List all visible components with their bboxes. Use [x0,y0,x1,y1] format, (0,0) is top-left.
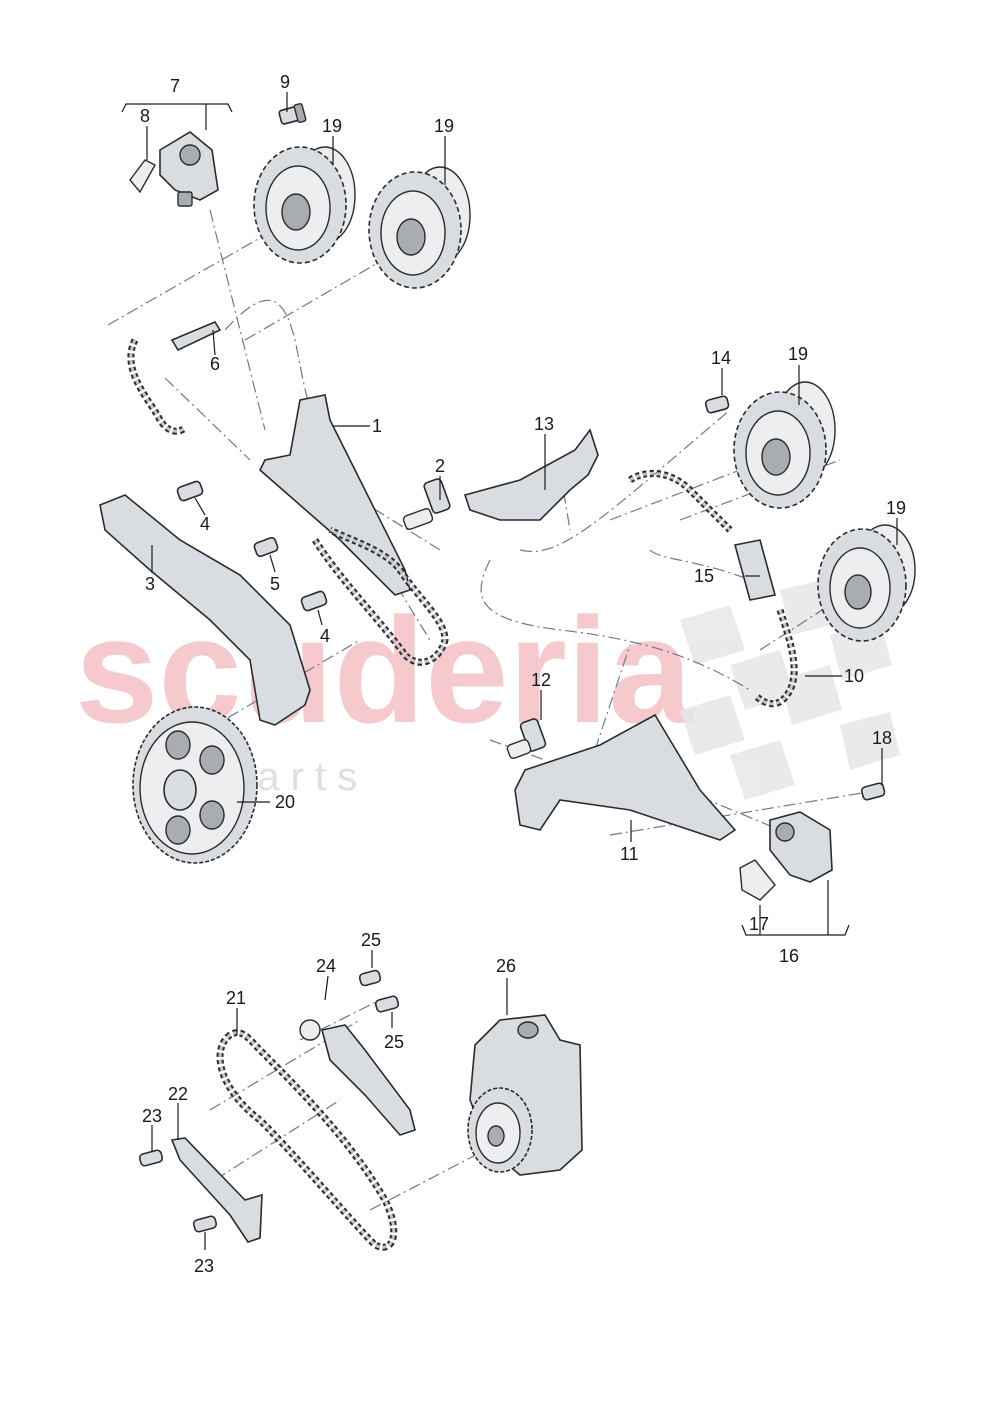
leader-lines [151,92,898,1250]
callout-19-b: 19 [434,116,454,136]
callout-19-d: 19 [886,498,906,518]
timing-chain-center [312,526,449,666]
pin-12 [506,718,547,759]
callout-4-lower: 4 [320,626,330,646]
timing-chain-right-upper [628,469,733,533]
seal-ring [129,159,156,194]
callout-15: 15 [694,566,714,586]
guide-slide-small [170,320,222,352]
camshaft-adjuster-4 [817,524,916,642]
callout-17: 17 [749,914,769,934]
drive-gear-20 [132,706,258,864]
callout-13: 13 [534,414,554,434]
chain-tensioner-upper [129,103,307,207]
callout-11: 11 [620,844,639,864]
bolt-9 [278,103,307,125]
pin-25-upper [358,969,382,987]
callout-23-upper: 23 [142,1106,162,1126]
callout-3: 3 [145,574,155,594]
chain-guide-11 [514,713,737,841]
callout-25-lower: 25 [384,1032,404,1052]
callout-1: 1 [372,416,382,436]
oil-pump-chain-21 [216,1029,398,1251]
guide-slide-15 [734,539,776,601]
callout-26: 26 [496,956,516,976]
bolt-4-lower [300,590,328,612]
chain-guide-24 [299,1019,416,1136]
pin-25-lower [374,995,400,1013]
callout-24: 24 [316,956,336,976]
checkered-flag-graphic [680,578,900,800]
callout-19-c: 19 [788,344,808,364]
callout-labels: 1 2 3 4 4 5 6 7 8 9 10 11 12 13 14 15 16… [140,72,906,1276]
chain-tensioner-lower [739,811,833,901]
callout-19-a: 19 [322,116,342,136]
callout-12: 12 [531,670,551,690]
callout-22: 22 [168,1084,188,1104]
tensioner-arm-22 [170,1137,263,1243]
callout-10: 10 [844,666,864,686]
seal-17 [739,859,776,901]
callout-8: 8 [140,106,150,126]
callout-7: 7 [170,76,180,96]
callout-6: 6 [210,354,220,374]
chain-guide-bracket-13 [463,428,599,521]
camshaft-adjuster-1 [253,146,356,264]
callout-16: 16 [779,946,799,966]
oil-pump-26 [467,1014,583,1176]
timing-chain-upper-left [127,338,188,435]
callout-5: 5 [270,574,280,594]
pin-2 [402,478,451,530]
callout-25-upper: 25 [361,930,381,950]
bolt-23-upper [138,1149,164,1167]
bolt-14 [704,395,730,414]
bolt-5 [253,536,279,558]
camshaft-adjuster-2 [368,166,471,289]
callout-20: 20 [275,792,295,812]
callout-14: 14 [711,348,731,368]
camshaft-adjuster-3 [733,381,836,509]
chain-guide-rail-1 [259,394,411,596]
callout-23-lower: 23 [194,1256,214,1276]
bolt-4-upper [176,480,204,502]
callout-4-upper: 4 [200,514,210,534]
bolt-18 [860,782,886,801]
bolt-23-lower [192,1215,218,1233]
callout-9: 9 [280,72,290,92]
callout-18: 18 [872,728,892,748]
timing-chain-10 [752,608,798,708]
callout-21: 21 [226,988,246,1008]
callout-2: 2 [435,456,445,476]
group-brackets [121,103,850,936]
